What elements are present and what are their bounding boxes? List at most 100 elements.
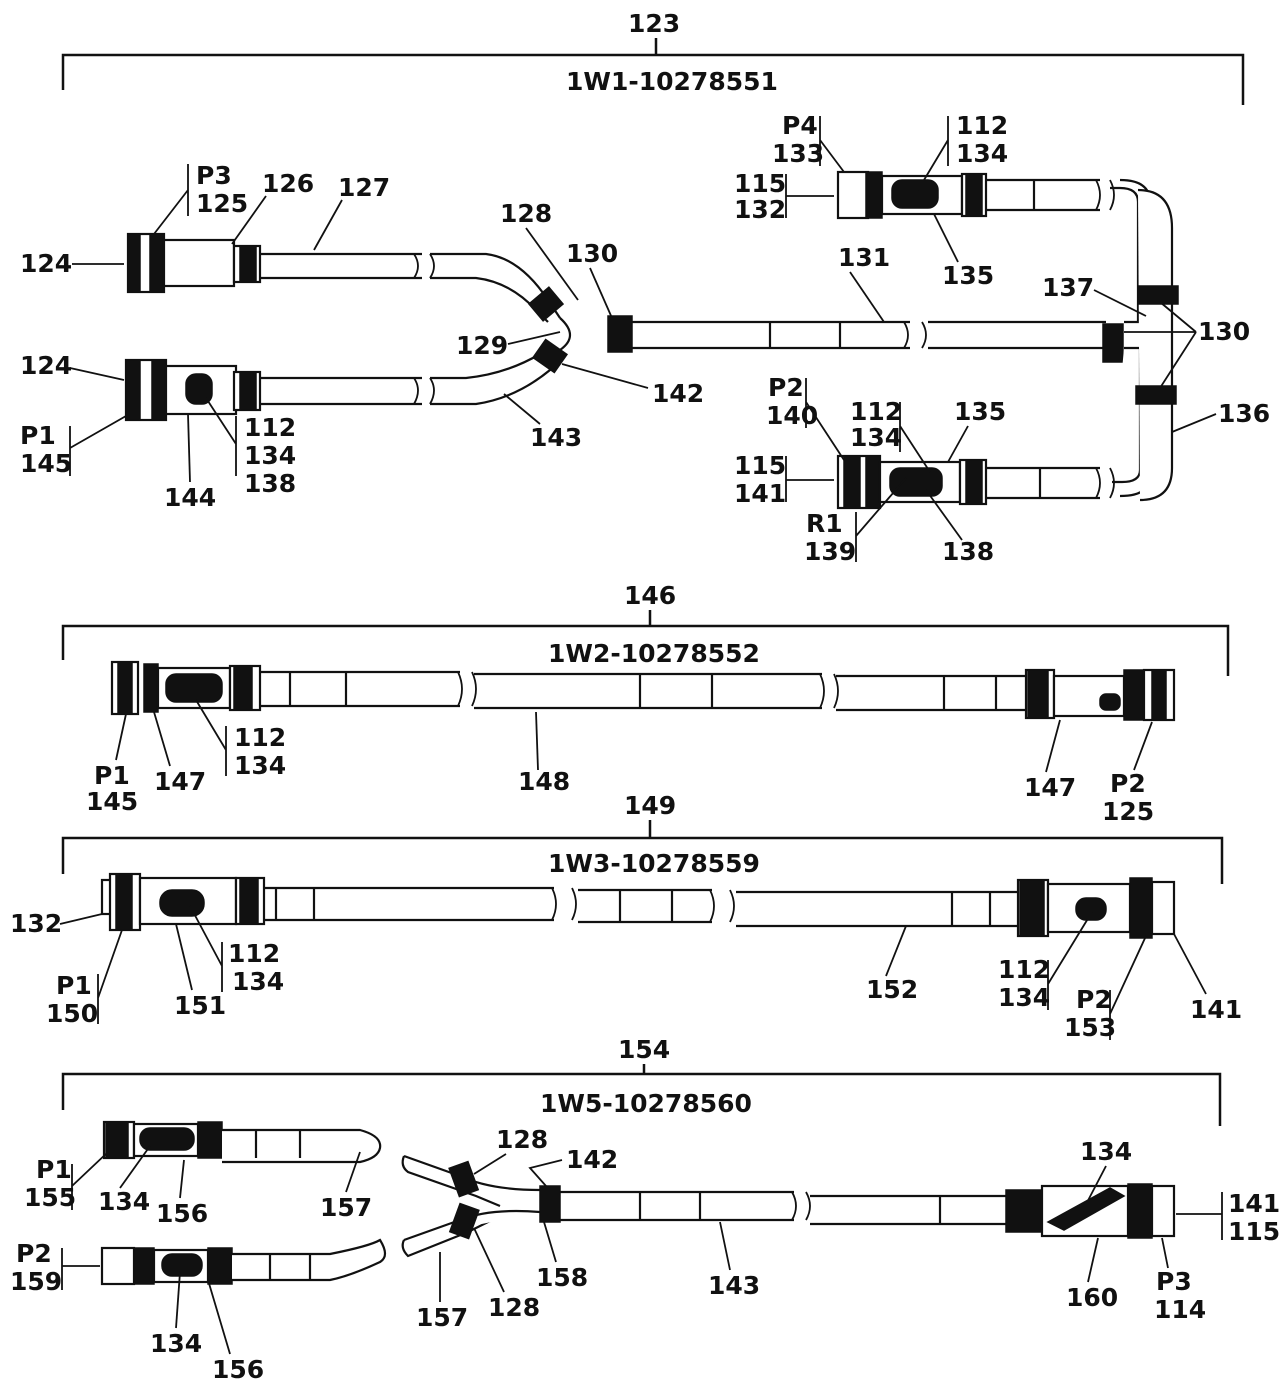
callout: 112 bbox=[998, 955, 1050, 984]
connector-p4 bbox=[836, 170, 988, 220]
callout: 142 bbox=[566, 1145, 618, 1174]
callout: 156 bbox=[156, 1199, 208, 1228]
break-mark bbox=[819, 673, 839, 709]
callout: 150 bbox=[46, 999, 98, 1028]
clamp-130 bbox=[1137, 285, 1179, 305]
callout: 112 bbox=[244, 413, 296, 442]
clamp-128 bbox=[527, 286, 565, 322]
callout: 124 bbox=[20, 249, 72, 278]
callout: 124 bbox=[20, 351, 72, 380]
callout: 134 bbox=[234, 751, 286, 780]
callout: 147 bbox=[154, 767, 206, 796]
callout: 125 bbox=[1102, 797, 1154, 826]
break-mark bbox=[551, 887, 577, 921]
callout: P2 bbox=[1076, 985, 1112, 1014]
callout: P1 bbox=[36, 1155, 72, 1184]
callout: 125 bbox=[196, 189, 248, 218]
callout: 112 bbox=[234, 723, 286, 752]
callout: 130 bbox=[566, 239, 618, 268]
connector-p1 bbox=[102, 1120, 223, 1160]
clamp-130 bbox=[1135, 385, 1177, 405]
break-mark bbox=[457, 671, 477, 707]
break-mark bbox=[1095, 467, 1115, 499]
assembly-1w3: 149 1W3-10278559 132 P1 bbox=[10, 791, 1242, 1042]
cable-157 bbox=[222, 1128, 382, 1164]
assembly-bracket bbox=[61, 1064, 1222, 1126]
cable-131 bbox=[632, 320, 910, 350]
callout: 157 bbox=[416, 1303, 468, 1332]
callout: 112 bbox=[956, 111, 1008, 140]
callout: 137 bbox=[1042, 273, 1094, 302]
callout: 156 bbox=[212, 1355, 264, 1382]
callout: 158 bbox=[536, 1263, 588, 1292]
assembly-1w2: 146 1W2-10278552 P1 145 bbox=[61, 581, 1230, 826]
cable-152 bbox=[264, 886, 554, 922]
connector-p1 bbox=[124, 358, 262, 422]
callout: 134 bbox=[244, 441, 296, 470]
callout: 127 bbox=[338, 173, 390, 202]
callout: 115 bbox=[734, 451, 786, 480]
clamp-130 bbox=[607, 315, 633, 353]
callout: 147 bbox=[1024, 773, 1076, 802]
callout: 138 bbox=[942, 537, 994, 566]
assembly-title: 1W3-10278559 bbox=[548, 849, 760, 878]
callout: 134 bbox=[98, 1187, 150, 1216]
callout: 134 bbox=[998, 983, 1050, 1012]
cable-136-lower bbox=[986, 466, 1100, 500]
callouts-1w5: P1 155 134 156 157 128 142 143 134 141 1… bbox=[10, 1125, 1280, 1384]
y-split bbox=[401, 1155, 501, 1258]
callout: P1 bbox=[56, 971, 92, 1000]
callout: 134 bbox=[956, 139, 1008, 168]
cable-152-mid bbox=[578, 888, 712, 924]
callout: 132 bbox=[734, 195, 786, 224]
break-mark bbox=[413, 377, 435, 405]
assembly-title: 1W2-10278552 bbox=[548, 639, 760, 668]
callout: 115 bbox=[1228, 1217, 1280, 1246]
clamp-130 bbox=[1102, 323, 1124, 363]
connector-p2 bbox=[1024, 668, 1176, 722]
callouts-1w1: P3 125 126 127 124 128 130 129 131 124 P… bbox=[20, 111, 1270, 566]
callout: 140 bbox=[766, 401, 818, 430]
callout: P2 bbox=[16, 1239, 52, 1268]
callout: P3 bbox=[196, 161, 232, 190]
assembly-index: 154 bbox=[618, 1035, 670, 1064]
callout: 112 bbox=[850, 397, 902, 426]
callout: 143 bbox=[708, 1271, 760, 1300]
junction-129 bbox=[559, 317, 572, 351]
callout: 138 bbox=[244, 469, 296, 498]
assembly-bracket bbox=[61, 610, 1230, 676]
connector-p2 bbox=[836, 454, 988, 510]
callout: 112 bbox=[228, 939, 280, 968]
assembly-title: 1W5-10278560 bbox=[540, 1089, 752, 1118]
callouts-1w2: P1 145 147 112 134 148 147 P2 125 bbox=[86, 699, 1154, 826]
cable-148-mid bbox=[474, 672, 822, 710]
cable-152-right bbox=[736, 890, 1018, 928]
cable-136-upper bbox=[986, 178, 1100, 212]
callout: 126 bbox=[262, 169, 314, 198]
connector-p3 bbox=[126, 232, 262, 294]
clamp-128 bbox=[448, 1202, 480, 1240]
assembly-bracket bbox=[61, 820, 1224, 884]
cable-148 bbox=[260, 670, 460, 708]
cable-157 bbox=[232, 1238, 387, 1282]
cable-143 bbox=[560, 1190, 794, 1222]
assembly-1w5: 154 1W5-10278560 bbox=[10, 1035, 1280, 1384]
cable-131-right bbox=[928, 320, 1106, 350]
break-mark bbox=[791, 1191, 811, 1221]
connector-p2 bbox=[1016, 877, 1176, 939]
callout: 128 bbox=[500, 199, 552, 228]
callout: R1 bbox=[806, 509, 843, 538]
break-mark bbox=[413, 253, 435, 279]
callout: 135 bbox=[954, 397, 1006, 426]
callout: 129 bbox=[456, 331, 508, 360]
callout: P2 bbox=[768, 373, 804, 402]
clamp-158 bbox=[539, 1185, 561, 1223]
connector-p1 bbox=[110, 660, 262, 716]
connector-p2 bbox=[100, 1246, 233, 1286]
callout: 144 bbox=[164, 483, 216, 512]
callout: 151 bbox=[174, 991, 226, 1020]
break-mark bbox=[709, 889, 735, 923]
callout: 131 bbox=[838, 243, 890, 272]
connector-p1 bbox=[100, 872, 266, 932]
